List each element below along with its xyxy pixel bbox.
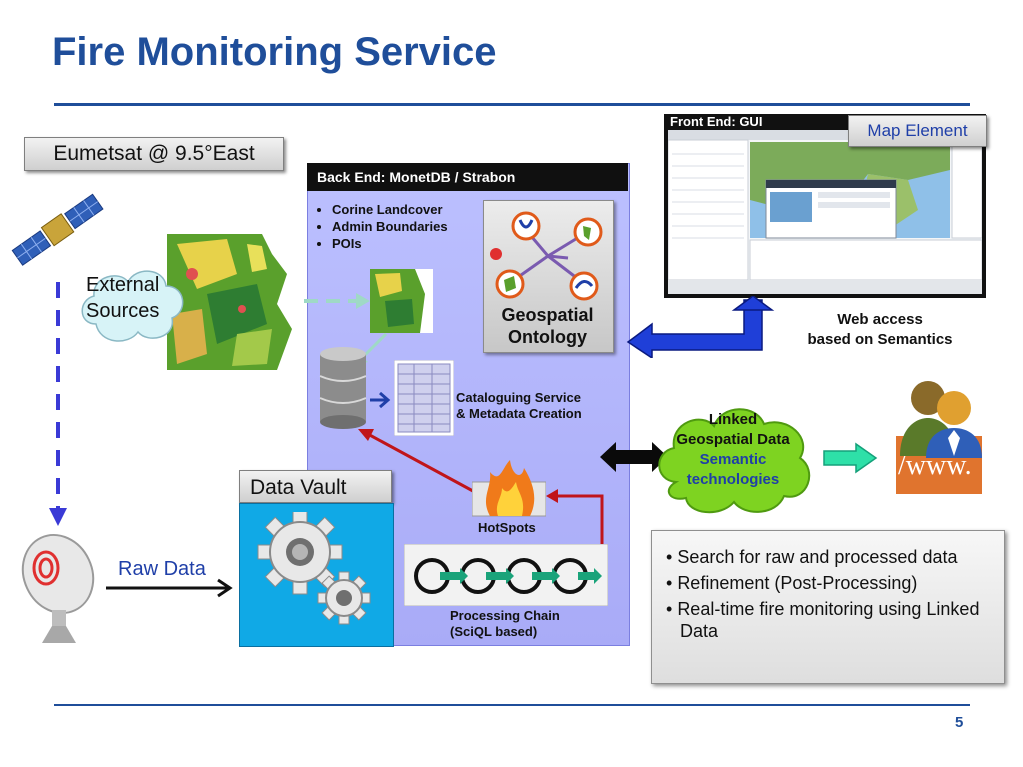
import-dashed-arrow <box>304 293 370 309</box>
layer-item: Corine Landcover <box>332 201 448 218</box>
ontology-line2: Ontology <box>508 327 587 347</box>
feature-item: • Real-time fire monitoring using Linked… <box>666 599 980 641</box>
fire-hotspots-icon <box>472 460 546 517</box>
top-divider <box>54 103 970 106</box>
hotspots-label: HotSpots <box>478 520 536 535</box>
backend-frontend-arrow <box>626 296 775 358</box>
external-sources-label: External Sources <box>86 272 181 324</box>
map-element-label: Map Element <box>848 115 987 147</box>
gears-icon <box>257 512 371 625</box>
web-access-label: Web access based on Semantics <box>790 310 970 350</box>
features-box <box>651 530 1005 684</box>
cataloguing-line2: & Metadata Creation <box>456 406 582 421</box>
ontology-line1: Geospatial <box>501 305 594 325</box>
backend-header-text: Back End: MonetDB / Strabon <box>317 169 516 185</box>
feature-text: Real-time fire monitoring using Linked D… <box>677 599 980 641</box>
cataloguing-label: Cataloguing Service & Metadata Creation <box>456 390 582 422</box>
raw-data-arrow <box>106 578 233 598</box>
backend-header: Back End: MonetDB / Strabon <box>307 163 628 191</box>
web-access-line1: Web access <box>837 311 923 328</box>
layer-item: Admin Boundaries <box>332 218 448 235</box>
external-sources-cloud <box>81 270 184 342</box>
small-landcover-map <box>370 269 433 333</box>
external-sources-line2: Sources <box>86 300 160 322</box>
linked-data-line2: Geospatial Data <box>676 431 790 448</box>
cataloguing-line1: Cataloguing Service <box>456 390 581 405</box>
feature-item: • Search for raw and processed data <box>666 547 958 567</box>
linked-data-cloud <box>658 408 811 514</box>
gui-screenshot-image <box>668 130 982 294</box>
satellite-label: Eumetsat @ 9.5°East <box>24 137 284 171</box>
hotspots-to-db-arrow <box>358 429 485 499</box>
landcover-map-image <box>167 234 304 370</box>
bottom-divider <box>54 704 970 706</box>
satellite-icon <box>11 193 104 266</box>
processing-chain-label: Processing Chain (SciQL based) <box>450 608 560 640</box>
backend-layer-list: Corine Landcover Admin Boundaries POIs <box>314 201 448 252</box>
ontology-graph-icon <box>490 211 603 301</box>
processing-chain-line1: Processing Chain <box>450 608 560 623</box>
users-icon <box>900 381 982 458</box>
processing-chain-icon <box>404 544 608 606</box>
geospatial-ontology-label: Geospatial Ontology <box>483 304 612 348</box>
linked-data-line4: technologies <box>686 471 780 488</box>
linked-data-line3: Semantic <box>699 451 767 468</box>
feature-text: Refinement (Post-Processing) <box>677 573 918 593</box>
layer-item: POIs <box>332 235 448 252</box>
processing-chain-line2: (SciQL based) <box>450 624 538 639</box>
feature-item: • Refinement (Post-Processing) <box>666 573 918 593</box>
raw-data-label: Raw Data <box>118 558 206 580</box>
frontend-title: Front End: GUI <box>670 114 763 129</box>
page-title: Fire Monitoring Service <box>52 30 497 74</box>
page-number: 5 <box>955 714 964 731</box>
web-access-line2: based on Semantics <box>807 331 953 348</box>
external-sources-line1: External <box>86 274 160 296</box>
downlink-dashed-arrow <box>49 282 67 526</box>
db-to-catalogue-arrow <box>370 391 391 409</box>
data-vault-label: Data Vault <box>239 470 392 503</box>
feature-text: Search for raw and processed data <box>677 547 958 567</box>
linked-data-line1: Linked <box>708 411 758 428</box>
linked-to-users-arrow <box>823 442 878 474</box>
linked-data-label: Linked Geospatial Data Semantic technolo… <box>662 410 804 490</box>
features-list: • Search for raw and processed data • Re… <box>662 546 982 646</box>
metadata-table-icon <box>394 360 454 436</box>
satellite-dish-icon <box>21 534 95 643</box>
database-icon <box>319 347 367 429</box>
linked-data-double-arrow <box>600 442 668 472</box>
